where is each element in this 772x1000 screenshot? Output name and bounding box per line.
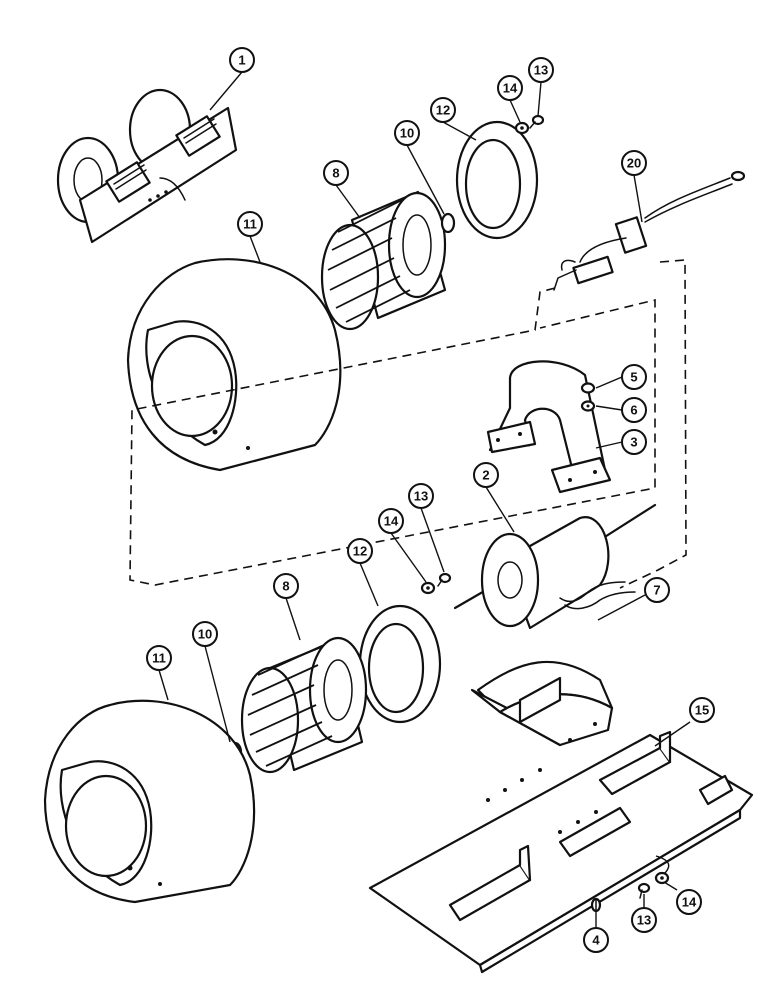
callout-12: 12 — [430, 97, 456, 123]
callout-12-label: 12 — [436, 103, 450, 118]
callout-7-label: 7 — [653, 583, 660, 598]
callout-11-label: 11 — [152, 651, 166, 666]
wiring-dashed-paths — [129, 259, 687, 589]
callout-4: 4 — [583, 927, 609, 953]
callout-8-label: 8 — [282, 579, 289, 594]
clamp-upper — [440, 212, 456, 234]
nut-lower — [420, 581, 436, 595]
blower-wheel-upper — [320, 190, 447, 331]
callout-10: 10 — [192, 621, 218, 647]
callout-2: 2 — [473, 462, 499, 488]
callout-6: 6 — [621, 397, 647, 423]
callout-11: 11 — [146, 645, 172, 671]
callout-10-label: 10 — [400, 126, 414, 141]
callout-20: 20 — [621, 150, 647, 176]
callout-8: 8 — [273, 573, 299, 599]
callout-14: 14 — [497, 75, 523, 101]
callout-13: 13 — [528, 57, 554, 83]
base-plate — [368, 676, 754, 974]
callout-13-label: 13 — [414, 489, 428, 504]
blower-housing-upper — [126, 258, 342, 472]
callout-13-label: 13 — [637, 913, 651, 928]
mounting-ring-lower — [358, 604, 442, 724]
callout-13: 13 — [408, 483, 434, 509]
mounting-ring-upper — [455, 120, 539, 240]
callout-6-label: 6 — [630, 403, 637, 418]
callout-4-label: 4 — [592, 933, 600, 948]
callout-14: 14 — [378, 508, 404, 534]
callout-11: 11 — [237, 211, 263, 237]
nut-base — [654, 871, 670, 885]
callout-3-label: 3 — [630, 435, 637, 450]
leader-lines — [158, 71, 691, 928]
motor-mount-bracket — [486, 360, 612, 494]
callout-1: 1 — [229, 47, 255, 73]
callout-12: 12 — [347, 538, 373, 564]
callout-15-label: 15 — [695, 703, 709, 718]
callout-8-label: 8 — [332, 166, 339, 181]
wiring-harness — [553, 170, 746, 291]
bolt-base — [637, 882, 651, 899]
blower-motor — [453, 503, 657, 630]
callout-13: 13 — [631, 907, 657, 933]
callout-10: 10 — [394, 120, 420, 146]
callout-7: 7 — [644, 577, 670, 603]
callout-2-label: 2 — [482, 468, 489, 483]
callout-13-label: 13 — [534, 63, 548, 78]
callout-8: 8 — [323, 160, 349, 186]
callout-14-label: 14 — [384, 514, 399, 529]
screw-base — [590, 897, 602, 913]
callout-15: 15 — [689, 697, 715, 723]
callout-14: 14 — [676, 889, 702, 915]
callout-1-label: 1 — [238, 53, 245, 68]
callout-20-label: 20 — [627, 156, 641, 171]
bolt-upper — [529, 114, 545, 129]
callout-5-label: 5 — [630, 370, 637, 385]
callout-14-label: 14 — [503, 81, 518, 96]
callout-5: 5 — [621, 364, 647, 390]
nut-upper — [514, 121, 530, 135]
nut-small — [580, 382, 596, 394]
callout-12-label: 12 — [353, 544, 367, 559]
callout-10-label: 10 — [198, 627, 212, 642]
blower-assembly — [56, 88, 238, 244]
blower-wheel-lower — [240, 636, 368, 774]
callout-3: 3 — [621, 429, 647, 455]
blower-housing-lower — [43, 699, 256, 904]
callout-11-label: 11 — [243, 217, 257, 232]
callout-14-label: 14 — [682, 895, 697, 910]
washer-small — [580, 400, 596, 412]
bolt-lower — [437, 572, 452, 587]
